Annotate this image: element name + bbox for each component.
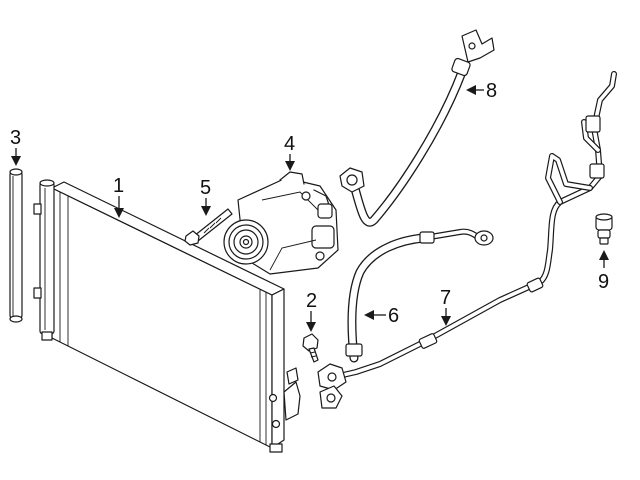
callout-2: 2 xyxy=(306,290,317,332)
svg-text:2: 2 xyxy=(306,290,317,312)
callout-5: 5 xyxy=(200,177,211,216)
callout-3: 3 xyxy=(10,127,21,166)
part-8-suction-hose[interactable] xyxy=(339,29,495,227)
callout-8: 8 xyxy=(466,80,497,102)
svg-text:8: 8 xyxy=(486,80,497,102)
part-6-discharge-hose[interactable] xyxy=(345,228,494,363)
part-4-compressor[interactable] xyxy=(223,171,339,275)
part-2-bolt[interactable] xyxy=(302,333,319,363)
svg-text:6: 6 xyxy=(388,305,399,327)
part-5-bolt[interactable] xyxy=(184,208,233,246)
svg-text:1: 1 xyxy=(113,175,124,197)
callout-9: 9 xyxy=(598,250,609,293)
callout-1: 1 xyxy=(113,175,124,218)
svg-text:4: 4 xyxy=(284,133,295,155)
part-7-liquid-line[interactable] xyxy=(317,71,617,409)
callout-4: 4 xyxy=(284,133,295,171)
callout-6: 6 xyxy=(364,305,399,327)
part-3-receiver-drier[interactable] xyxy=(9,168,23,323)
svg-text:3: 3 xyxy=(10,127,21,149)
svg-text:5: 5 xyxy=(200,177,211,199)
condenser-fins xyxy=(59,192,267,445)
svg-text:7: 7 xyxy=(440,287,451,309)
part-9-pressure-switch[interactable] xyxy=(595,213,613,245)
svg-text:9: 9 xyxy=(598,271,609,293)
part-1-condenser[interactable] xyxy=(33,179,301,453)
callout-7: 7 xyxy=(440,287,451,326)
